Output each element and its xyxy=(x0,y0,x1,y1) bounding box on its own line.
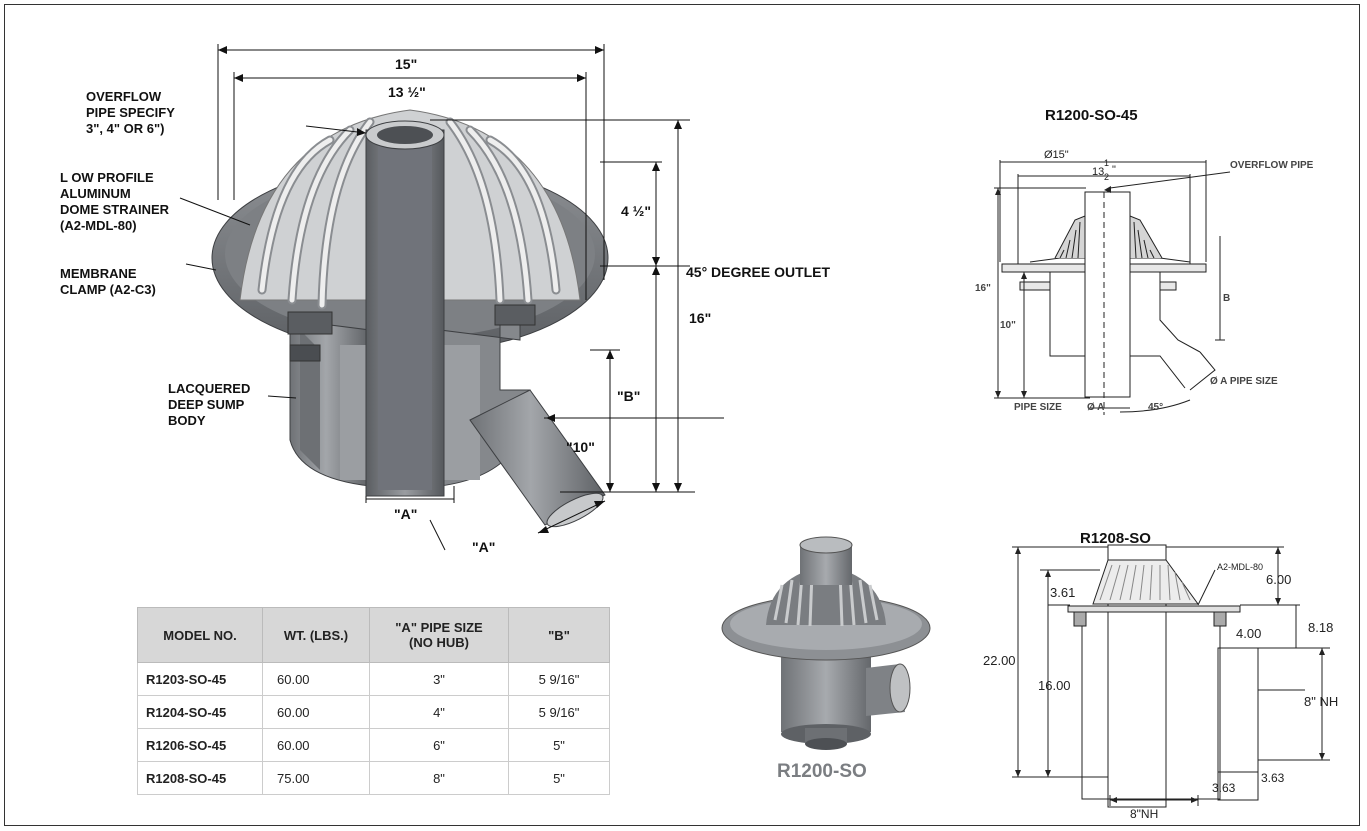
a-pipe-size-label: Ø A PIPE SIZE xyxy=(1210,376,1278,387)
r1200-so-45-title: R1200-SO-45 xyxy=(1045,107,1138,124)
dim-10: "10" xyxy=(566,439,595,455)
dim-600: 6.00 xyxy=(1266,572,1292,587)
sump-body-callout: LACQUERED DEEP SUMP BODY xyxy=(168,381,251,428)
strainer-label: A2-MDL-80 xyxy=(1217,562,1264,572)
angle-45-label: 45° xyxy=(1148,402,1164,413)
dim-400: 4.00 xyxy=(1236,626,1262,641)
cell-model: R1208-SO-45 xyxy=(137,761,263,795)
cell-b: 5 9/16" xyxy=(508,695,610,729)
dim-2200: 22.00 xyxy=(983,653,1016,668)
cell-b: 5" xyxy=(508,728,610,762)
dim-dia15: Ø15" xyxy=(1044,149,1069,161)
cell-weight: 60.00 xyxy=(262,695,370,729)
header-b: "B" xyxy=(508,607,610,663)
dim-363-left: 3.63 xyxy=(1212,781,1236,795)
overflow-pipe-callout: OVERFLOW PIPE SPECIFY 3", 4" OR 6") xyxy=(86,89,175,136)
dim-h16: 16" xyxy=(975,283,991,294)
table-row: R1203-SO-45 60.00 3" 5 9/16" xyxy=(137,662,610,696)
header-model: MODEL NO. xyxy=(137,607,263,663)
overflow-pipe-label: OVERFLOW PIPE xyxy=(1230,160,1314,171)
dim-8nh-side: 8" NH xyxy=(1304,694,1339,709)
dim-361: 3.61 xyxy=(1050,585,1076,600)
dim-363-right: 3.63 xyxy=(1261,771,1285,785)
dim-8nh-bottom: 8"NH xyxy=(1130,807,1159,821)
drawing-frame xyxy=(4,4,1360,826)
membrane-clamp-callout: MEMBRANE CLAMP (A2-C3) xyxy=(60,266,156,297)
dim-13-inch: " xyxy=(1112,164,1116,176)
cell-pipe-size: 3" xyxy=(369,662,509,696)
table-row: R1206-SO-45 60.00 6" 5" xyxy=(137,728,610,762)
dim-45-outlet: 45° DEGREE OUTLET xyxy=(686,264,831,280)
cell-pipe-size: 6" xyxy=(369,728,509,762)
dim-4-half: 4 ½" xyxy=(621,203,651,219)
dim-1600: 16.00 xyxy=(1038,678,1071,693)
dim-13-half: 13 ½" xyxy=(388,84,426,100)
table-row: R1208-SO-45 75.00 8" 5" xyxy=(137,761,610,795)
header-weight: WT. (LBS.) xyxy=(262,607,370,663)
dim-15: 15" xyxy=(395,56,418,72)
dim-13: 13 xyxy=(1092,166,1105,178)
cell-weight: 75.00 xyxy=(262,761,370,795)
dim-a-bottom: "A" xyxy=(394,506,418,522)
header-pipe-size: "A" PIPE SIZE (NO HUB) xyxy=(369,607,509,663)
table-header-row: MODEL NO. WT. (LBS.) "A" PIPE SIZE (NO H… xyxy=(137,607,610,663)
spec-table: MODEL NO. WT. (LBS.) "A" PIPE SIZE (NO H… xyxy=(137,607,610,795)
dim-13-denominator: 2 xyxy=(1104,172,1110,182)
dome-strainer-callout: L OW PROFILE ALUMINUM DOME STRAINER (A2-… xyxy=(60,170,170,233)
dim-13-numerator: 1 xyxy=(1104,158,1110,168)
cell-model: R1203-SO-45 xyxy=(137,662,263,696)
cell-weight: 60.00 xyxy=(262,662,370,696)
dim-h10: 10" xyxy=(1000,320,1016,331)
dim-a-outlet: "A" xyxy=(472,539,496,555)
pipe-size-left-label: PIPE SIZE xyxy=(1014,402,1062,413)
dim-b: "B" xyxy=(617,388,641,404)
cell-weight: 60.00 xyxy=(262,728,370,762)
r1208-so-title: R1208-SO xyxy=(1080,530,1151,547)
cell-b: 5" xyxy=(508,761,610,795)
dim-818: 8.18 xyxy=(1308,620,1334,635)
cell-pipe-size: 4" xyxy=(369,695,509,729)
cell-model: R1204-SO-45 xyxy=(137,695,263,729)
dim-b-small: B xyxy=(1223,293,1231,304)
dim-16: 16" xyxy=(689,310,712,326)
cell-b: 5 9/16" xyxy=(508,662,610,696)
r1200-so-caption: R1200-SO xyxy=(777,761,867,782)
cell-model: R1206-SO-45 xyxy=(137,728,263,762)
cell-pipe-size: 8" xyxy=(369,761,509,795)
dia-a-label: Ø A xyxy=(1087,402,1105,413)
table-row: R1204-SO-45 60.00 4" 5 9/16" xyxy=(137,695,610,729)
